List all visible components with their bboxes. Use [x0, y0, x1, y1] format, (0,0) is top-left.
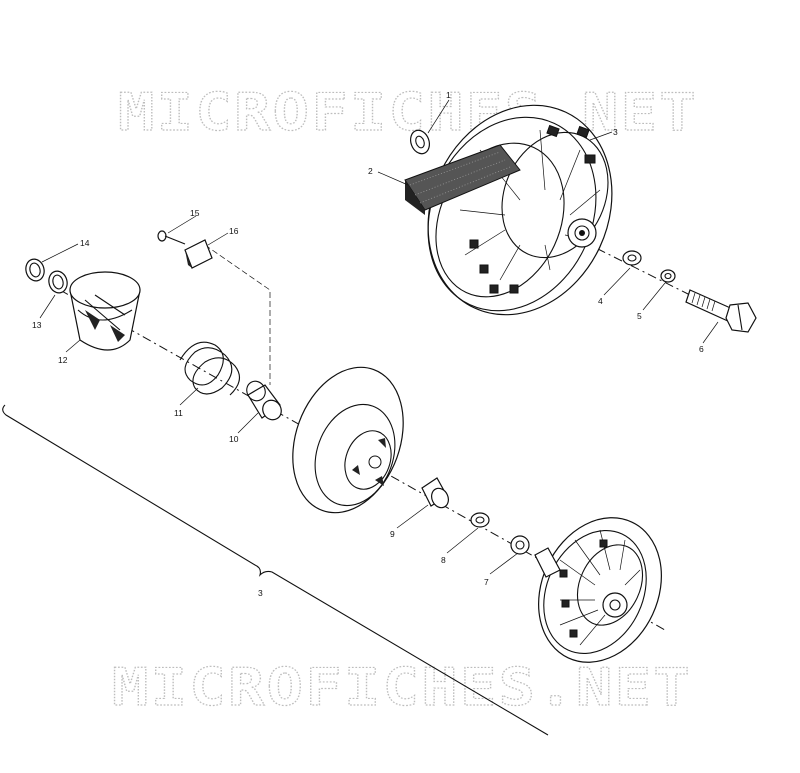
bushing-part-9 — [421, 477, 449, 509]
callout-3-assembly: 3 — [258, 588, 263, 598]
callout-1: 1 — [446, 90, 451, 100]
leader-lines — [39, 99, 719, 575]
callout-7: 7 — [484, 577, 489, 587]
watermark-bottom: MICROFICHES.NET — [112, 658, 692, 718]
pin-part-15 — [157, 230, 186, 245]
cam-part-12 — [69, 271, 141, 351]
bushing-part-10 — [246, 380, 282, 421]
callout-4: 4 — [598, 296, 603, 306]
callout-13: 13 — [32, 320, 42, 330]
bolt-part-6 — [685, 289, 757, 333]
washer-part-7 — [510, 535, 530, 555]
callout-5: 5 — [637, 311, 642, 321]
lock-washer-part-5 — [660, 269, 676, 283]
spring-part-11 — [179, 341, 241, 396]
washer-part-8 — [470, 512, 490, 528]
washer-part-4 — [622, 250, 642, 266]
assembly-bracket — [2, 404, 549, 736]
callout-2: 2 — [368, 166, 373, 176]
callout-9: 9 — [390, 529, 395, 539]
drive-belt — [404, 144, 521, 215]
washer-part-1 — [409, 129, 431, 155]
washer-part-13 — [48, 270, 68, 294]
axis-line-pin — [204, 244, 271, 385]
fixed-sheave — [534, 517, 662, 663]
callout-14: 14 — [80, 238, 90, 248]
callout-15: 15 — [190, 208, 200, 218]
watermark-top: MICROFICHES.NET — [118, 83, 698, 143]
callout-11: 11 — [174, 408, 183, 418]
callout-10: 10 — [229, 434, 239, 444]
button-part-16 — [184, 239, 213, 269]
callout-8: 8 — [441, 555, 446, 565]
callout-6: 6 — [699, 344, 704, 354]
axis-line-upper — [579, 239, 701, 301]
callout-16: 16 — [229, 226, 239, 236]
snap-ring-part-14 — [25, 258, 45, 282]
callout-3-pulley: 3 — [613, 127, 618, 137]
movable-sheave — [292, 366, 404, 514]
callout-12: 12 — [58, 355, 68, 365]
